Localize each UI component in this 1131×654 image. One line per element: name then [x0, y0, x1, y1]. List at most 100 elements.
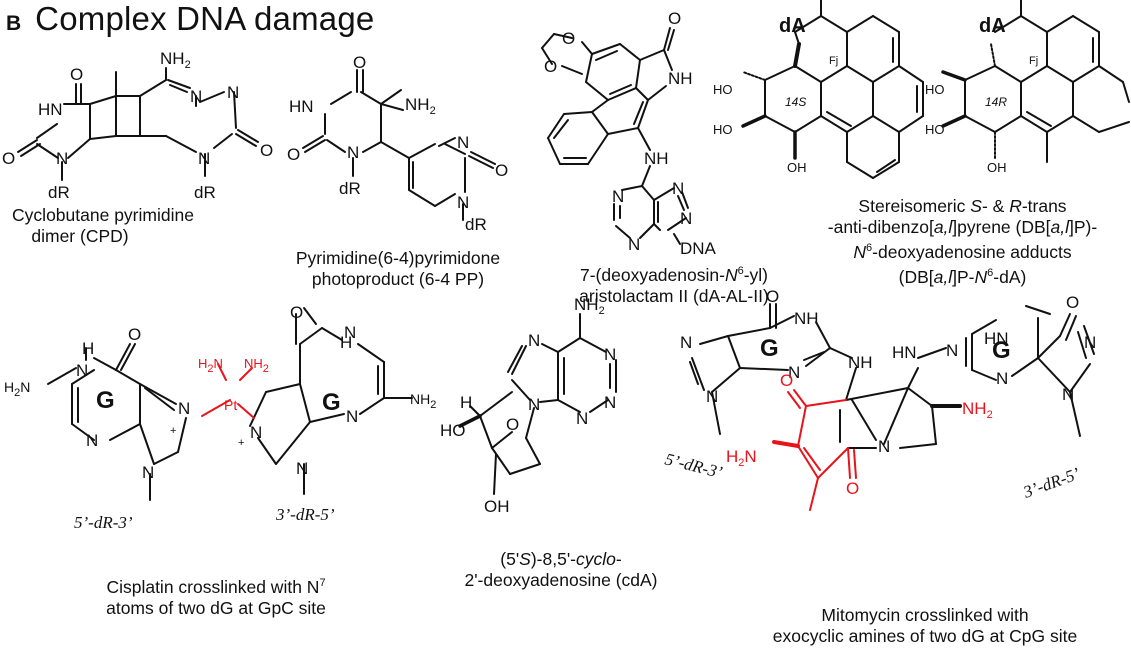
mito-atom-nh1: NH: [794, 309, 819, 328]
mito-atom-n4: N: [946, 341, 958, 360]
db-atom-da-14s: dA: [779, 15, 806, 37]
cis-charge-2: +: [238, 437, 244, 449]
cis-label-dr-left: 5’-dR-3’: [74, 513, 133, 532]
pp64-atom-o3: O: [495, 161, 508, 180]
cda-atom-n4: N: [576, 409, 588, 428]
cpd-atom-n1: N: [56, 149, 68, 168]
mitomycin-structure: N O NH G N N NH HN N N HN G O N N N NH2 …: [663, 287, 1096, 511]
al-atom-dna: DNA: [680, 239, 717, 258]
db-atom-ho2-14r: HO: [925, 122, 945, 137]
cda-atom-n1: N: [528, 331, 540, 350]
db-atom-ho1-14s: HO: [713, 82, 733, 97]
cpd-atom-dr2: dR: [194, 183, 216, 202]
cda-structure: NH2 N N N N N O H HO OH: [440, 295, 617, 516]
mito-label-g2: G: [992, 337, 1011, 364]
al-atom-n4: N: [680, 209, 692, 228]
cpd-structure: HN O O N dR NH2 N N O N dR: [2, 49, 273, 202]
cis-atom-n7-1: N: [178, 399, 190, 418]
al-atom-n3: N: [672, 179, 684, 198]
cpd-atom-hn: HN: [38, 100, 63, 119]
cisplatin-structure: H N O H2N G N N + N 5’-dR-3’ H2N NH2 Pt …: [4, 303, 436, 532]
al-atom-nh2: NH: [644, 149, 669, 168]
caption-al: 7-(deoxyadenosin-N6-yl) aristolactam II …: [579, 264, 769, 306]
pp64-atom-dr1: dR: [339, 179, 361, 198]
caption-mitomycin: Mitomycin crosslinked with exocyclic ami…: [772, 605, 1078, 646]
db-atom-oh-14r: OH: [987, 160, 1007, 175]
pp64-atom-o1: O: [353, 53, 366, 72]
al-atom-o2: O: [544, 57, 557, 76]
pp64-atom-hn: HN: [289, 97, 314, 116]
cis-atom-h3: H: [340, 333, 352, 352]
caption-cisplatin: Cisplatin crosslinked with N7 atoms of t…: [106, 576, 326, 618]
mito-atom-o4: O: [846, 479, 859, 498]
cis-atom-h1: H: [82, 339, 94, 358]
db-label-fj-14s: Fj: [829, 55, 838, 67]
cis-atom-n3: N: [142, 463, 154, 482]
pp64-atom-n2: N: [457, 133, 469, 152]
mito-atom-n5: N: [996, 369, 1008, 388]
pp64-structure: HN O O N dR NH2 N O N dR: [287, 53, 508, 234]
figure-title: Complex DNA damage: [35, 0, 375, 37]
figure-header: B Complex DNA damage: [6, 0, 374, 38]
db-structure-14r: dA Fj 14R HO HO OH: [925, 0, 1130, 175]
db-atom-da-14r: dA: [979, 15, 1006, 37]
cis-atom-h2n-pt1: H2N: [198, 356, 223, 375]
cis-atom-pt: Pt: [224, 397, 237, 413]
pp64-atom-nh2: NH2: [405, 95, 436, 117]
db-structure-14s: dA Fj 14S HO HO OH: [713, 0, 924, 179]
cis-atom-o2: O: [290, 303, 303, 322]
db-atom-ho2-14s: HO: [713, 122, 733, 137]
cpd-atom-dr1: dR: [48, 183, 70, 202]
cpd-atom-n3: N: [227, 83, 239, 102]
cpd-atom-n4: N: [198, 149, 210, 168]
cpd-atom-n2: N: [190, 87, 202, 106]
mito-atom-o2: O: [1066, 293, 1079, 312]
mito-atom-n7: N: [1062, 385, 1074, 404]
caption-pp64: Pyrimidine(6-4)pyrimidone photoproduct (…: [295, 248, 501, 289]
mito-atom-o1: O: [766, 287, 779, 306]
mito-atom-n2: N: [788, 363, 800, 382]
db-atom-oh-14s: OH: [787, 160, 807, 175]
cda-atom-o: O: [506, 415, 519, 434]
cis-atom-n2: N: [86, 431, 98, 450]
al-atom-o3: O: [668, 9, 681, 28]
cda-atom-ho: HO: [440, 421, 466, 440]
al-structure: O O O NH NH N N N N DNA: [541, 9, 717, 258]
cis-atom-n4: N: [344, 323, 356, 342]
pp64-atom-n3: N: [457, 193, 469, 212]
cis-label-dr-right: 3’-dR-5’: [275, 505, 335, 524]
mito-atom-n8: N: [878, 437, 890, 456]
cis-atom-n6: N: [296, 459, 308, 478]
cis-atom-n7-2: N: [250, 423, 262, 442]
pp64-atom-dr2: dR: [465, 215, 487, 234]
cis-label-g1: G: [96, 387, 115, 414]
caption-db: Stereisomeric S- & R-trans -anti-dibenzo…: [827, 196, 1098, 287]
mito-atom-hn: HN: [892, 343, 917, 362]
mito-label-dr-left: 5’-dR-3’: [663, 449, 725, 482]
cpd-atom-o3: O: [260, 141, 273, 160]
db-label-fj-14r: Fj: [1029, 55, 1038, 67]
cpd-atom-o1: O: [70, 65, 83, 84]
al-atom-n1: N: [612, 187, 624, 206]
mito-atom-n1: N: [680, 333, 692, 352]
cis-atom-h2n: H2N: [4, 379, 30, 399]
caption-cda: (5'S)-8,5'-cyclo- 2'-deoxyadenosine (cdA…: [464, 549, 658, 590]
panel-letter: B: [6, 12, 22, 35]
db-atom-ho1-14r: HO: [925, 82, 945, 97]
cpd-atom-o2: O: [2, 149, 15, 168]
cis-charge-1: +: [170, 425, 176, 437]
cis-atom-n1: N: [76, 361, 88, 380]
cis-atom-n5: N: [346, 407, 358, 426]
cis-atom-nh2-pt2: NH2: [244, 356, 269, 375]
cis-atom-o1: O: [128, 325, 141, 344]
mito-atom-hn2: HN: [984, 329, 1009, 348]
mito-atom-nh2-r: NH2: [962, 399, 993, 421]
caption-cpd: Cyclobutane pyrimidine dimer (CPD): [12, 205, 194, 246]
db-label-14r: 14R: [985, 95, 1007, 109]
mito-atom-nh2: NH: [848, 353, 873, 372]
pp64-atom-n1: N: [347, 143, 359, 162]
mito-label-dr-right: 3’-dR-5’: [1020, 464, 1083, 502]
cpd-atom-nh2: NH2: [160, 49, 191, 71]
mito-atom-n6: N: [1084, 333, 1096, 352]
